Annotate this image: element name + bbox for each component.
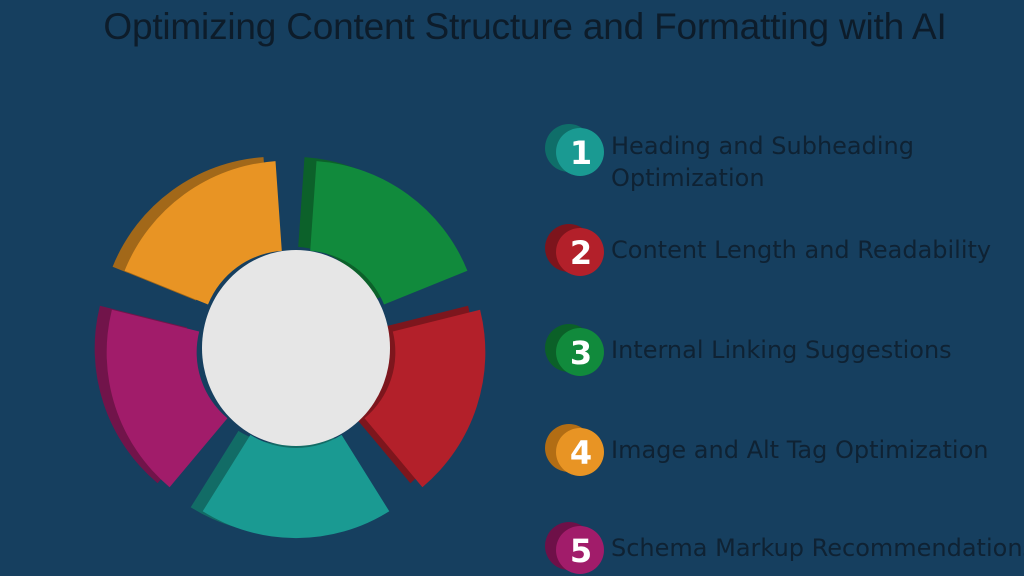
- slide-title: Optimizing Content Structure and Formatt…: [103, 6, 947, 47]
- number-badge-2: 2: [545, 224, 604, 276]
- list-item-label: Internal Linking Suggestions: [611, 336, 952, 364]
- ring-segment-teal: [202, 434, 390, 539]
- ring-segment-orange: [124, 161, 282, 305]
- number-badge-3: 3: [545, 324, 604, 376]
- list-item-label: Heading and Subheading Optimization: [611, 132, 914, 192]
- badge-number: 1: [570, 134, 592, 172]
- list-item-label: Image and Alt Tag Optimization: [611, 436, 989, 464]
- list-item-label: Content Length and Readability: [611, 236, 992, 264]
- number-badge-4: 4: [545, 424, 604, 476]
- list-item-label: Schema Markup Recommendations: [611, 534, 1024, 562]
- ring-segment-magenta: [106, 309, 228, 488]
- ring-segment-red: [364, 309, 486, 488]
- ring-segment-tops: [106, 161, 486, 539]
- badge-number: 3: [570, 334, 592, 372]
- ring-center: [202, 250, 390, 446]
- number-badge-5: 5: [545, 522, 604, 574]
- ring-segment-green: [310, 161, 468, 305]
- badge-number: 4: [570, 434, 592, 472]
- badge-number: 5: [570, 532, 592, 570]
- badge-number: 2: [570, 234, 592, 272]
- number-badge-1: 1: [545, 124, 604, 176]
